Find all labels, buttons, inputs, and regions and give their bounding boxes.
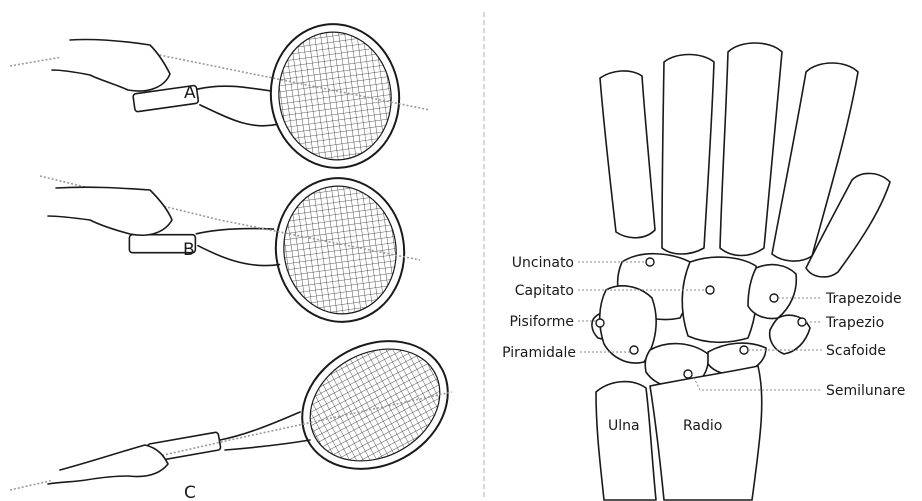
bone-ulna xyxy=(596,382,656,500)
bone-capitato xyxy=(682,257,757,342)
dot-scafoide xyxy=(740,346,748,354)
label-scafoide: Scafoide xyxy=(826,343,886,359)
label-radio: Radio xyxy=(683,418,722,434)
metacarpal-3 xyxy=(720,43,782,256)
label-trapezio: Trapezio xyxy=(825,315,884,331)
dot-uncinato xyxy=(646,258,654,266)
hand-b xyxy=(48,187,172,235)
label-uncinato: Uncinato xyxy=(512,255,574,271)
dot-capitato xyxy=(706,286,714,294)
dot-trapezoide xyxy=(770,294,778,302)
label-piramidale: Piramidale xyxy=(502,345,576,361)
bone-trapezoide xyxy=(748,265,796,319)
dot-trapezio xyxy=(798,318,806,326)
label-semilunare: Semilunare xyxy=(826,383,905,399)
dot-pisiforme xyxy=(596,319,604,327)
throat-c xyxy=(220,412,310,450)
wrist-panel: Uncinato Capitato Pisiforme Piramidale T… xyxy=(502,43,905,500)
grip-c: C xyxy=(10,316,470,501)
racket-c xyxy=(280,316,471,493)
metacarpals xyxy=(600,43,890,277)
grip-label-b: B xyxy=(183,240,195,260)
carpals xyxy=(592,254,810,389)
label-trapezoide: Trapezoide xyxy=(825,291,902,307)
dot-piramidale xyxy=(630,346,638,354)
grip-a: A xyxy=(10,16,430,195)
label-capitato: Capitato xyxy=(515,283,574,299)
dot-semilunare xyxy=(684,370,692,378)
label-pisiforme: Pisiforme xyxy=(510,314,574,330)
grip-label-c: C xyxy=(184,483,196,501)
label-ulna: Ulna xyxy=(608,418,640,434)
grip-label-a: A xyxy=(184,83,196,103)
bone-piramidale xyxy=(600,286,656,363)
racket-a xyxy=(127,16,408,195)
grip-b: B xyxy=(40,170,420,351)
racket-b xyxy=(123,170,413,351)
racket-panel: A B C xyxy=(10,16,470,501)
metacarpal-5 xyxy=(600,71,655,238)
metacarpal-4 xyxy=(662,55,714,255)
hand-a xyxy=(52,39,170,91)
hand-c xyxy=(48,445,168,484)
